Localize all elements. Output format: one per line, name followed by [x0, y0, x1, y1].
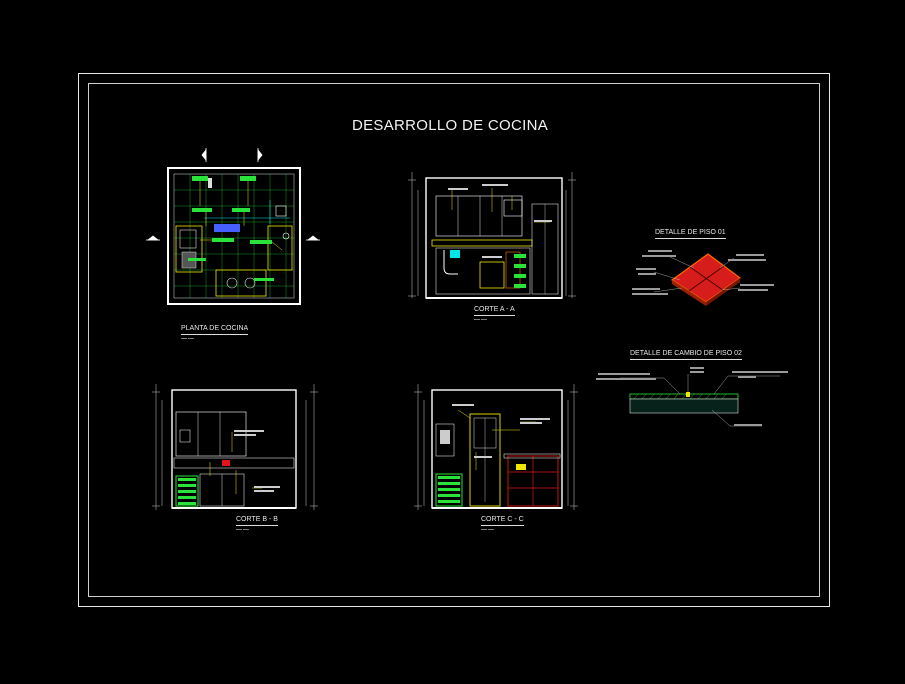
section-c-c — [414, 384, 578, 510]
floor-detail-01 — [632, 250, 774, 306]
floor-change-detail-02 — [596, 367, 788, 427]
sheet-outer-border — [78, 73, 830, 607]
plan-scale-note: ▬▬ ▬▬ — [181, 336, 194, 340]
detail-02-label: DETALLE DE CAMBIO DE PISO 02 — [630, 350, 742, 360]
section-b-label: CORTE B - B — [236, 516, 278, 526]
section-c-label: CORTE C - C — [481, 516, 524, 526]
kitchen-plan — [146, 148, 320, 305]
plan-label: PLANTA DE COCINA — [181, 325, 249, 335]
section-c-scale-note: ▬▬ ▬▬ — [481, 527, 494, 531]
section-a-scale-note: ▬▬ ▬▬ — [474, 317, 487, 321]
section-b-scale-note: ▬▬ ▬▬ — [236, 527, 249, 531]
section-a-a — [408, 172, 576, 299]
sheet-inner-border — [88, 83, 820, 597]
detail-01-label: DETALLE DE PISO 01 — [655, 229, 726, 239]
section-a-label: CORTE A - A — [474, 306, 515, 316]
section-b-b — [152, 384, 318, 510]
sheet-title: DESARROLLO DE COCINA — [351, 117, 549, 134]
